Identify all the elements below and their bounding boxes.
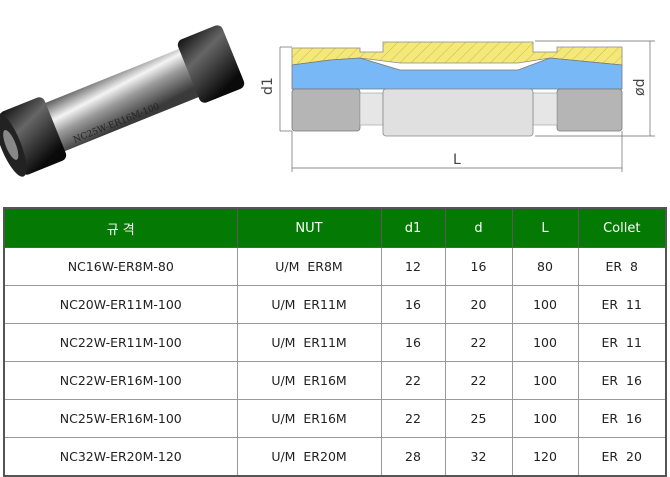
header-L: L	[511, 207, 579, 248]
cross-section-drawing: d1 ød L	[260, 40, 655, 172]
cell-L: 80	[511, 247, 579, 286]
cell-L: 100	[511, 285, 579, 324]
cell-d: 22	[444, 323, 513, 362]
cell-nut: U/M ER16M	[236, 399, 382, 438]
L-label: L	[453, 152, 461, 168]
cell-L: 100	[511, 323, 579, 362]
product-photo: NC25W-ER16M-100	[0, 25, 245, 177]
cell-d1: 22	[380, 361, 446, 400]
cell-spec: NC25W-ER16M-100	[3, 399, 238, 438]
header-spec: 규 격	[3, 207, 238, 248]
cell-spec: NC22W-ER16M-100	[3, 361, 238, 400]
cell-d1: 16	[380, 285, 446, 324]
cell-collet: ER 16	[577, 361, 667, 400]
cell-nut: U/M ER20M	[236, 437, 382, 477]
d1-label: d1	[260, 77, 276, 95]
cell-d: 22	[444, 361, 513, 400]
cell-nut: U/M ER8M	[236, 247, 382, 286]
cell-nut: U/M ER11M	[236, 323, 382, 362]
cell-collet: ER 8	[577, 247, 667, 286]
cell-d1: 12	[380, 247, 446, 286]
cell-spec: NC16W-ER8M-80	[3, 247, 238, 286]
cell-collet: ER 20	[577, 437, 667, 477]
cell-L: 120	[511, 437, 579, 477]
cell-spec: NC32W-ER20M-120	[3, 437, 238, 477]
cell-d: 20	[444, 285, 513, 324]
cell-nut: U/M ER11M	[236, 285, 382, 324]
cell-d1: 16	[380, 323, 446, 362]
cell-spec: NC20W-ER11M-100	[3, 285, 238, 324]
cell-d: 32	[444, 437, 513, 477]
header-collet: Collet	[577, 207, 667, 248]
header-d1: d1	[380, 207, 446, 248]
cell-nut: U/M ER16M	[236, 361, 382, 400]
cell-spec: NC22W-ER11M-100	[3, 323, 238, 362]
d-label: ød	[632, 79, 648, 96]
cell-d: 25	[444, 399, 513, 438]
cell-d: 16	[444, 247, 513, 286]
header-d: d	[444, 207, 513, 248]
cell-d1: 28	[380, 437, 446, 477]
table-header-row: 규 격 NUT d1 d L Collet	[3, 207, 667, 248]
cell-collet: ER 11	[577, 285, 667, 324]
cell-L: 100	[511, 361, 579, 400]
header-nut: NUT	[236, 207, 382, 248]
cell-collet: ER 16	[577, 399, 667, 438]
cell-L: 100	[511, 399, 579, 438]
cell-d1: 22	[380, 399, 446, 438]
cell-collet: ER 11	[577, 323, 667, 362]
